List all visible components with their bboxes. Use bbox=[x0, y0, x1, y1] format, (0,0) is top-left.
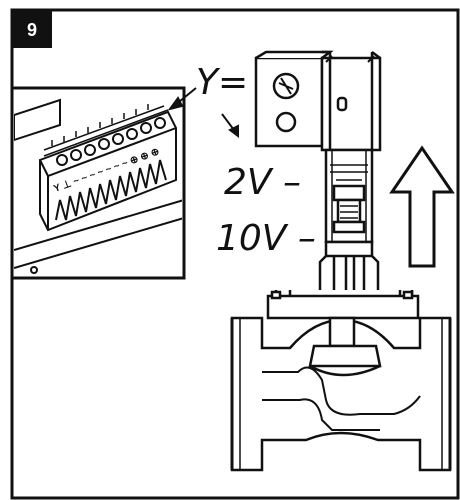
terminal-inset: Y ⊥ ~ ~ ~ ~ ~ ~ ~ ⊕ ⊕ ⊕ bbox=[10, 86, 186, 280]
terminal-block-icon bbox=[14, 98, 182, 274]
valve-body-icon bbox=[230, 290, 452, 472]
label-2v: 2V – bbox=[224, 162, 301, 203]
terminal-screws bbox=[56, 117, 166, 166]
actuator-icon bbox=[254, 50, 382, 290]
label-y-signal: Y= bbox=[196, 62, 248, 103]
signal-arrow bbox=[221, 113, 239, 138]
step-number: 9 bbox=[27, 20, 37, 40]
pointer-arrow bbox=[167, 87, 197, 111]
step-badge: 9 bbox=[12, 10, 52, 48]
label-10v: 10V – bbox=[216, 218, 316, 259]
up-arrow-icon bbox=[389, 145, 455, 268]
